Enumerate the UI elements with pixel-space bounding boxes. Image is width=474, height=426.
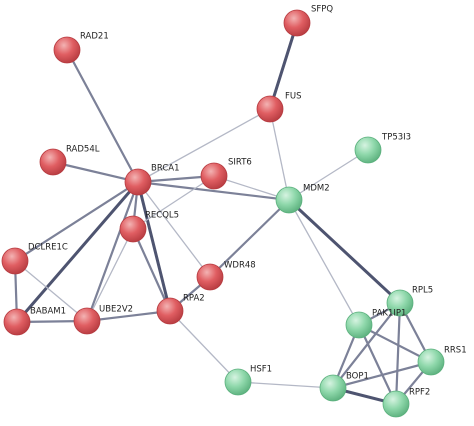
- edge-brca1-dclre1c: [13, 180, 140, 263]
- node-sirt6[interactable]: SIRT6: [200, 158, 252, 190]
- node-pak1ip1[interactable]: PAK1IP1: [345, 309, 406, 339]
- edge-pak1ip1-rpf2: [357, 323, 398, 406]
- node-label-fus: FUS: [285, 92, 302, 102]
- edge-fus-mdm2: [269, 108, 290, 201]
- node-circle-rad54l[interactable]: [39, 148, 67, 176]
- node-circle-rad21[interactable]: [53, 36, 81, 64]
- node-rrs1[interactable]: RRS1: [417, 346, 467, 376]
- edge-sfpq-fus: [268, 21, 299, 111]
- node-rpf2[interactable]: RPF2: [382, 388, 430, 418]
- edge-rrs1-bop1: [331, 360, 433, 390]
- node-circle-ube2v2[interactable]: [73, 307, 101, 335]
- node-circle-rpl5[interactable]: [386, 289, 414, 317]
- node-circle-sfpq[interactable]: [283, 9, 311, 37]
- node-circle-brca1[interactable]: [124, 168, 152, 196]
- node-circle-dclre1c[interactable]: [1, 247, 29, 275]
- node-tp53i3[interactable]: TP53I3: [354, 133, 411, 164]
- node-circle-hsf1[interactable]: [224, 368, 252, 396]
- node-circle-fus[interactable]: [256, 95, 284, 123]
- node-label-rad21: RAD21: [80, 32, 109, 42]
- edge-sirt6-recql5: [132, 175, 215, 230]
- node-ube2v2[interactable]: UBE2V2: [73, 305, 133, 335]
- edge-mdm2-wdr48: [208, 198, 291, 279]
- node-circle-bop1[interactable]: [319, 374, 347, 402]
- node-circle-babam1[interactable]: [3, 308, 31, 336]
- edge-pak1ip1-rrs1: [357, 323, 433, 364]
- edge-rpl5-bop1: [331, 301, 402, 390]
- node-rpa2[interactable]: RPA2: [156, 294, 205, 325]
- edge-rad54l-brca1: [51, 160, 140, 184]
- node-label-pak1ip1: PAK1IP1: [372, 309, 406, 319]
- node-wdr48[interactable]: WDR48: [196, 261, 256, 291]
- node-label-brca1: BRCA1: [151, 164, 179, 174]
- edge-mdm2-tp53i3: [288, 149, 369, 201]
- edge-rad21-brca1: [65, 48, 140, 184]
- node-label-sfpq: SFPQ: [311, 5, 333, 15]
- node-label-sirt6: SIRT6: [228, 158, 252, 168]
- edge-dclre1c-ube2v2: [14, 260, 88, 322]
- node-circle-mdm2[interactable]: [275, 186, 303, 214]
- node-label-bop1: BOP1: [346, 372, 369, 382]
- node-rpl5[interactable]: RPL5: [386, 286, 433, 317]
- node-circle-pak1ip1[interactable]: [345, 311, 373, 339]
- node-hsf1[interactable]: HSF1: [224, 365, 272, 396]
- edge-brca1-wdr48: [137, 181, 211, 278]
- node-label-rad54l: RAD54L: [66, 145, 100, 155]
- edges-layer: [13, 21, 433, 406]
- node-circle-rpa2[interactable]: [156, 297, 184, 325]
- node-label-wdr48: WDR48: [224, 261, 256, 271]
- edge-hsf1-bop1: [237, 381, 334, 389]
- node-label-babam1: BABAM1: [30, 307, 66, 317]
- node-rad21[interactable]: RAD21: [53, 32, 109, 64]
- edge-brca1-rpa2: [136, 180, 172, 313]
- node-circle-tp53i3[interactable]: [354, 136, 382, 164]
- node-label-recql5: RECQL5: [145, 211, 179, 221]
- node-circle-rrs1[interactable]: [417, 348, 445, 376]
- node-label-rpl5: RPL5: [412, 286, 433, 296]
- edge-mdm2-rpl5: [287, 198, 402, 305]
- edge-mdm2-pak1ip1: [288, 199, 360, 326]
- edge-brca1-mdm2: [136, 180, 291, 202]
- edge-brca1-ube2v2: [85, 180, 140, 323]
- edge-brca1-babam1: [15, 180, 140, 324]
- node-circle-rpf2[interactable]: [382, 390, 410, 418]
- node-circle-wdr48[interactable]: [196, 263, 224, 291]
- node-mdm2[interactable]: MDM2: [275, 184, 330, 214]
- node-label-rrs1: RRS1: [444, 346, 467, 356]
- node-recql5[interactable]: RECQL5: [119, 211, 179, 243]
- node-label-rpf2: RPF2: [409, 388, 430, 398]
- node-fus[interactable]: FUS: [256, 92, 302, 123]
- node-label-rpa2: RPA2: [183, 294, 205, 304]
- node-circle-recql5[interactable]: [119, 215, 147, 243]
- node-bop1[interactable]: BOP1: [319, 372, 369, 402]
- node-circle-sirt6[interactable]: [200, 162, 228, 190]
- edge-rpa2-hsf1: [169, 310, 239, 383]
- edge-recql5-rpa2: [131, 227, 172, 313]
- edge-recql5-ube2v2: [86, 228, 134, 322]
- node-label-tp53i3: TP53I3: [381, 133, 411, 143]
- node-dclre1c[interactable]: DCLRE1C: [1, 243, 68, 275]
- node-brca1[interactable]: BRCA1: [124, 164, 179, 196]
- node-rad54l[interactable]: RAD54L: [39, 145, 100, 176]
- node-sfpq[interactable]: SFPQ: [283, 5, 333, 37]
- node-label-ube2v2: UBE2V2: [99, 305, 133, 315]
- node-label-mdm2: MDM2: [303, 184, 330, 194]
- edge-rpl5-rpf2: [394, 301, 402, 406]
- edge-fus-brca1: [137, 108, 271, 183]
- node-babam1[interactable]: BABAM1: [3, 307, 66, 336]
- edge-ube2v2-rpa2: [85, 309, 172, 323]
- node-label-hsf1: HSF1: [250, 365, 272, 375]
- node-label-dclre1c: DCLRE1C: [28, 243, 68, 253]
